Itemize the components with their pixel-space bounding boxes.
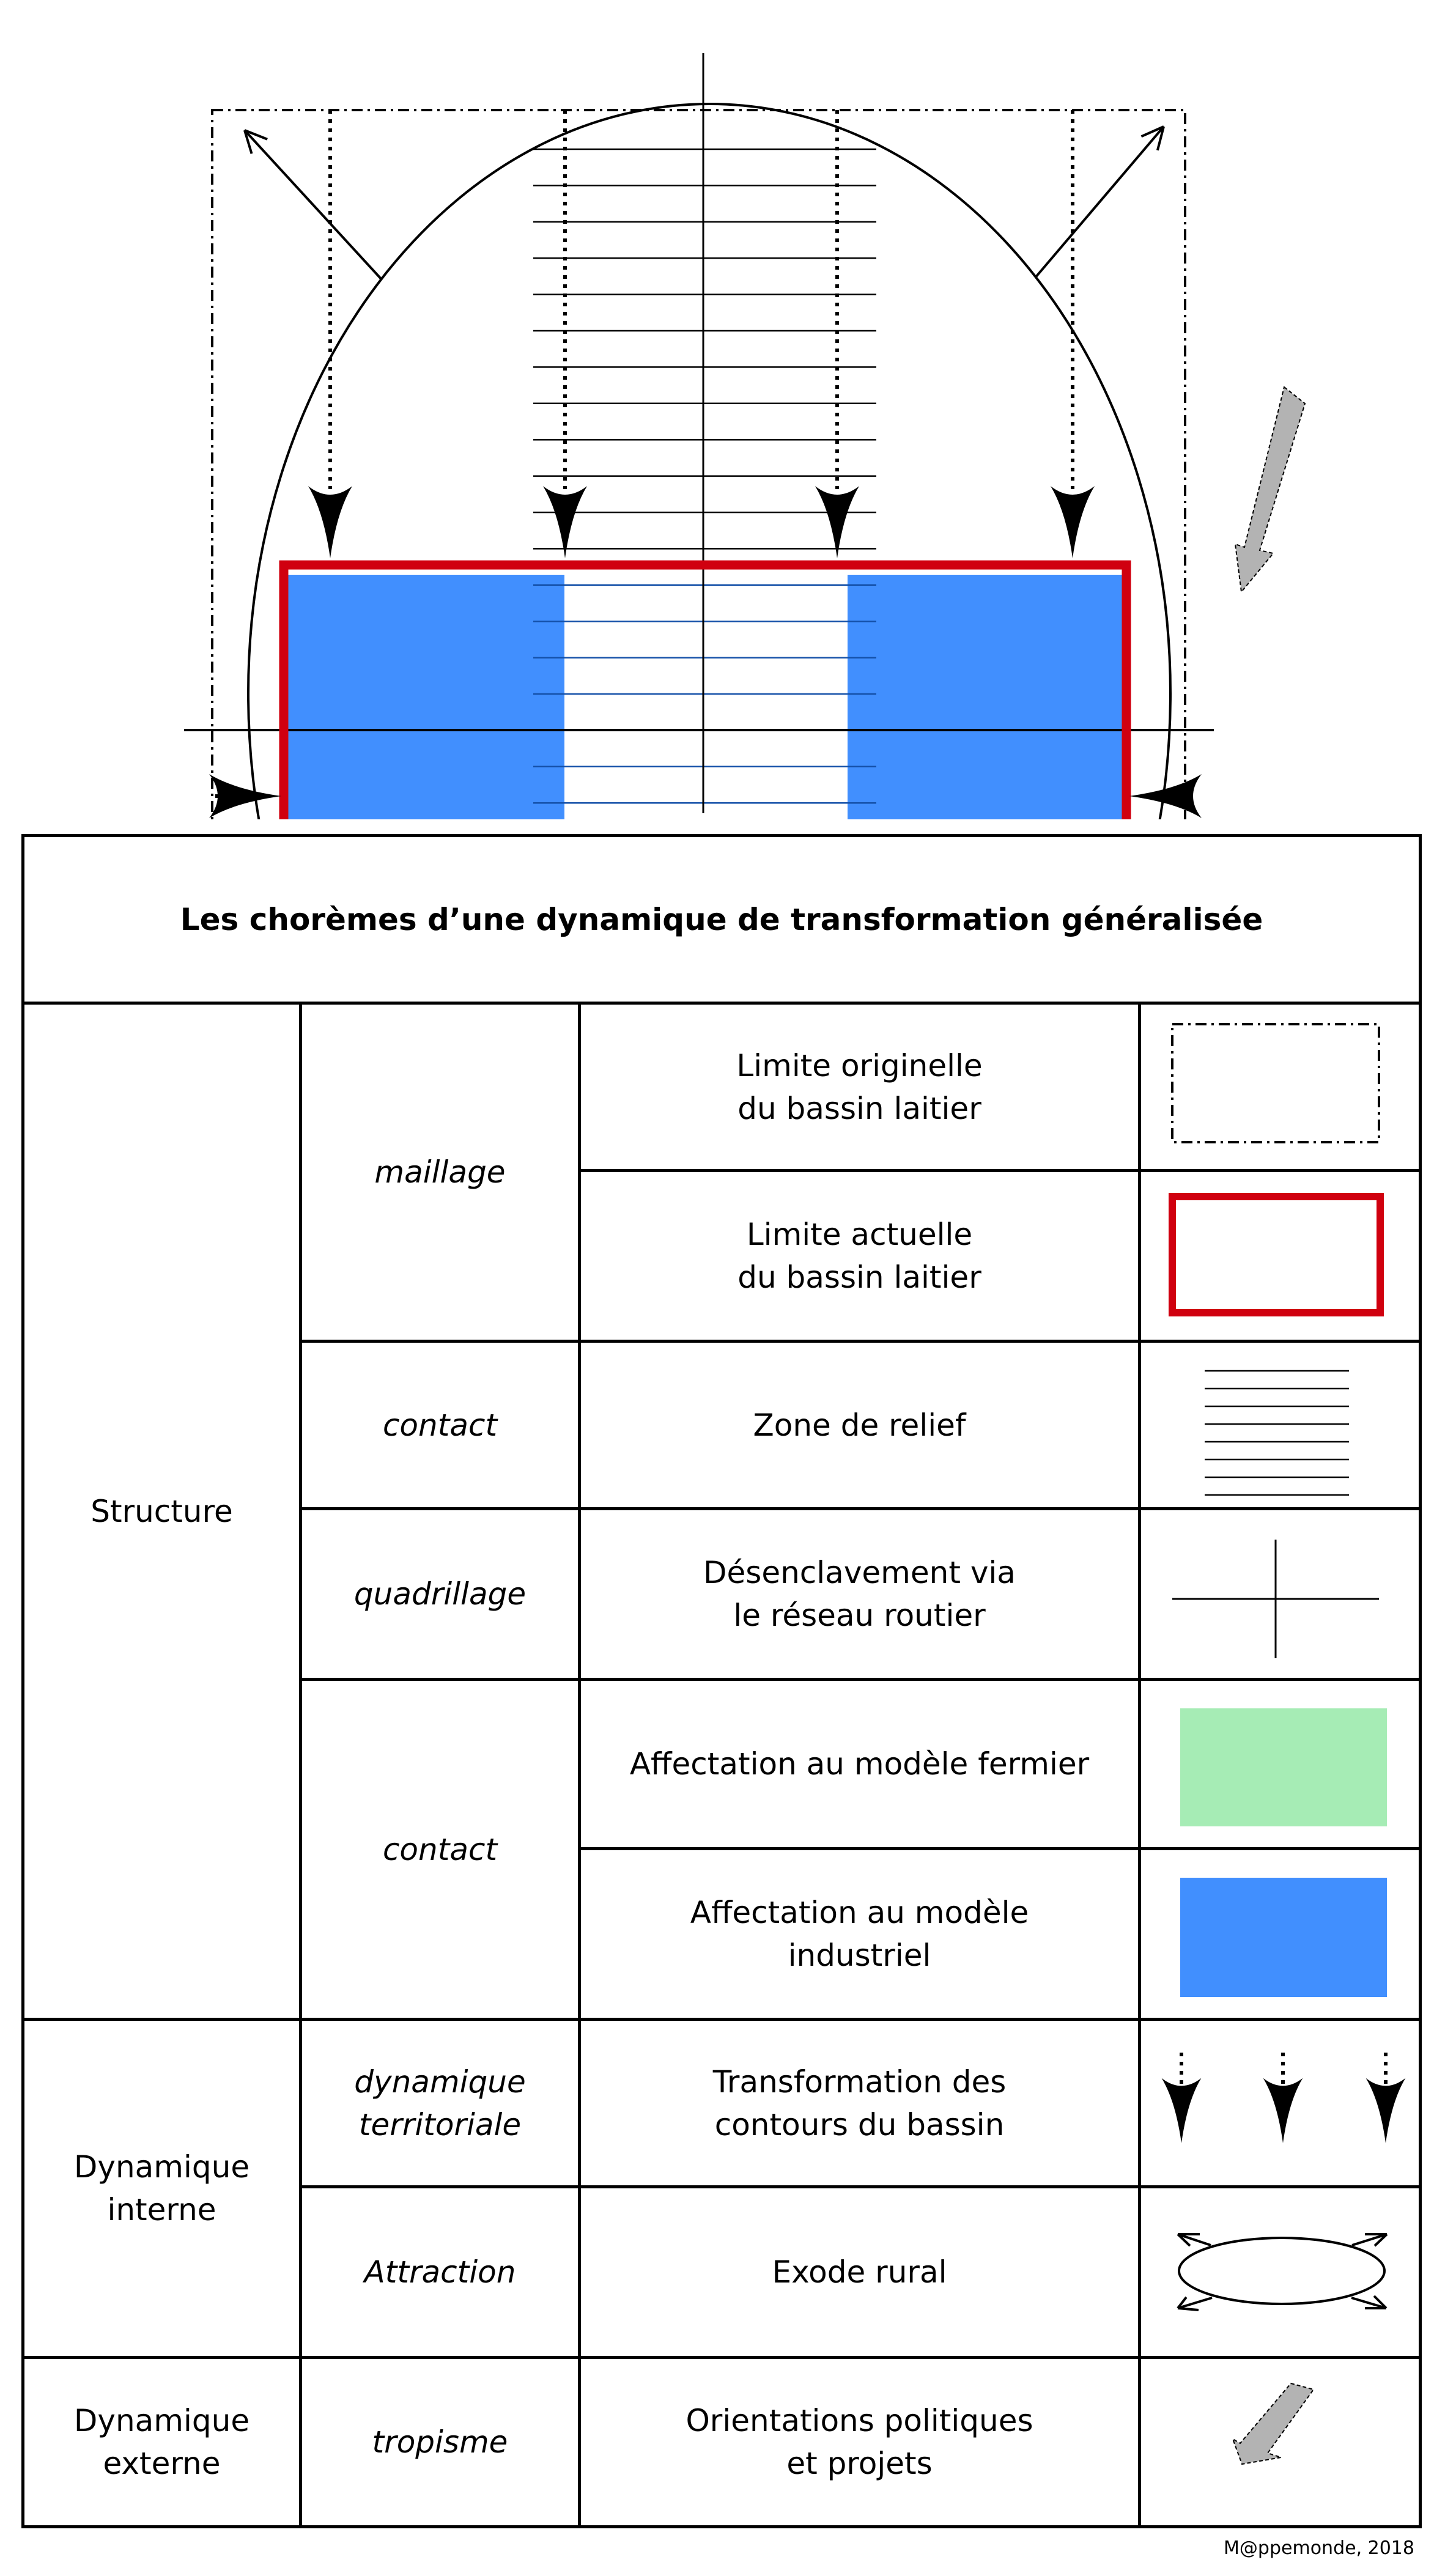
group-structure: Structure bbox=[21, 1002, 302, 2021]
green-rectangle-icon bbox=[1137, 1678, 1422, 1850]
item-label: Désenclavement via le réseau routier bbox=[578, 1507, 1141, 1681]
arrowhead-down-icon bbox=[308, 486, 352, 558]
item-label: Zone de relief bbox=[578, 1340, 1141, 1510]
arrowhead-down-icon bbox=[1051, 486, 1095, 558]
red-rectangle-icon bbox=[1137, 1169, 1422, 1343]
item-label: Affectation au modèle industriel bbox=[578, 1847, 1141, 2021]
cross-lines-icon bbox=[1137, 1507, 1422, 1681]
hatch-lines-icon bbox=[1137, 1340, 1422, 1510]
category-contact: contact bbox=[299, 1340, 581, 1510]
exodus-arrow bbox=[1034, 125, 1165, 279]
relief-gap bbox=[564, 575, 848, 819]
category-tropisme: tropisme bbox=[299, 2356, 581, 2528]
arrowhead-down-icon bbox=[1366, 2078, 1406, 2143]
item-label: Limite actuelle du bassin laitier bbox=[578, 1169, 1141, 1343]
item-label: Transformation des contours du bassin bbox=[578, 2018, 1141, 2188]
exodus-arrow-head bbox=[243, 130, 253, 154]
dash-dot-rectangle-icon bbox=[1137, 1002, 1422, 1172]
category-contact: contact bbox=[299, 1678, 581, 2021]
arrowhead-down-icon bbox=[543, 486, 587, 558]
dotted-arrows-icon bbox=[1137, 2018, 1422, 2188]
arrowhead-down-icon bbox=[815, 486, 859, 558]
item-label: Affectation au modèle fermier bbox=[578, 1678, 1141, 1850]
copyright: M@ppemonde, 2018 bbox=[1224, 2537, 1414, 2559]
item-label: Orientations politiques et projets bbox=[578, 2356, 1141, 2528]
group-dynamique-externe: Dynamique externe bbox=[21, 2356, 302, 2528]
legend-title: Les chorèmes d’une dynamique de transfor… bbox=[21, 834, 1422, 1005]
category-dynamique-territoriale: dynamique territoriale bbox=[299, 2018, 581, 2188]
tropism-arrow-icon bbox=[1234, 386, 1306, 594]
grey-arrow-icon bbox=[1137, 2356, 1422, 2528]
ellipse-arrows-icon bbox=[1137, 2185, 1422, 2359]
item-label: Limite originelle du bassin laitier bbox=[578, 1002, 1141, 1172]
category-maillage: maillage bbox=[299, 1002, 581, 1343]
exodus-arrow-head bbox=[1140, 125, 1164, 138]
item-label: Exode rural bbox=[578, 2185, 1141, 2359]
choreme-diagram bbox=[184, 53, 1306, 819]
arrowhead-down-icon bbox=[1263, 2078, 1303, 2143]
group-dynamique-interne: Dynamique interne bbox=[21, 2018, 302, 2359]
current-boundary bbox=[279, 560, 1131, 819]
arrowhead-right-icon bbox=[209, 774, 281, 818]
exodus-arrow bbox=[243, 129, 383, 281]
exodus-ellipse bbox=[247, 103, 1172, 819]
arrowhead-down-icon bbox=[1161, 2078, 1202, 2143]
legend-table: Les chorèmes d’une dynamique de transfor… bbox=[21, 834, 1422, 2528]
exodus-arrow-head bbox=[1156, 126, 1165, 151]
category-quadrillage: quadrillage bbox=[299, 1507, 581, 1681]
blue-rectangle-icon bbox=[1137, 1847, 1422, 2021]
arrowhead-left-icon bbox=[1129, 774, 1202, 818]
exodus-arrow-head bbox=[244, 129, 268, 141]
category-attraction: Attraction bbox=[299, 2185, 581, 2359]
